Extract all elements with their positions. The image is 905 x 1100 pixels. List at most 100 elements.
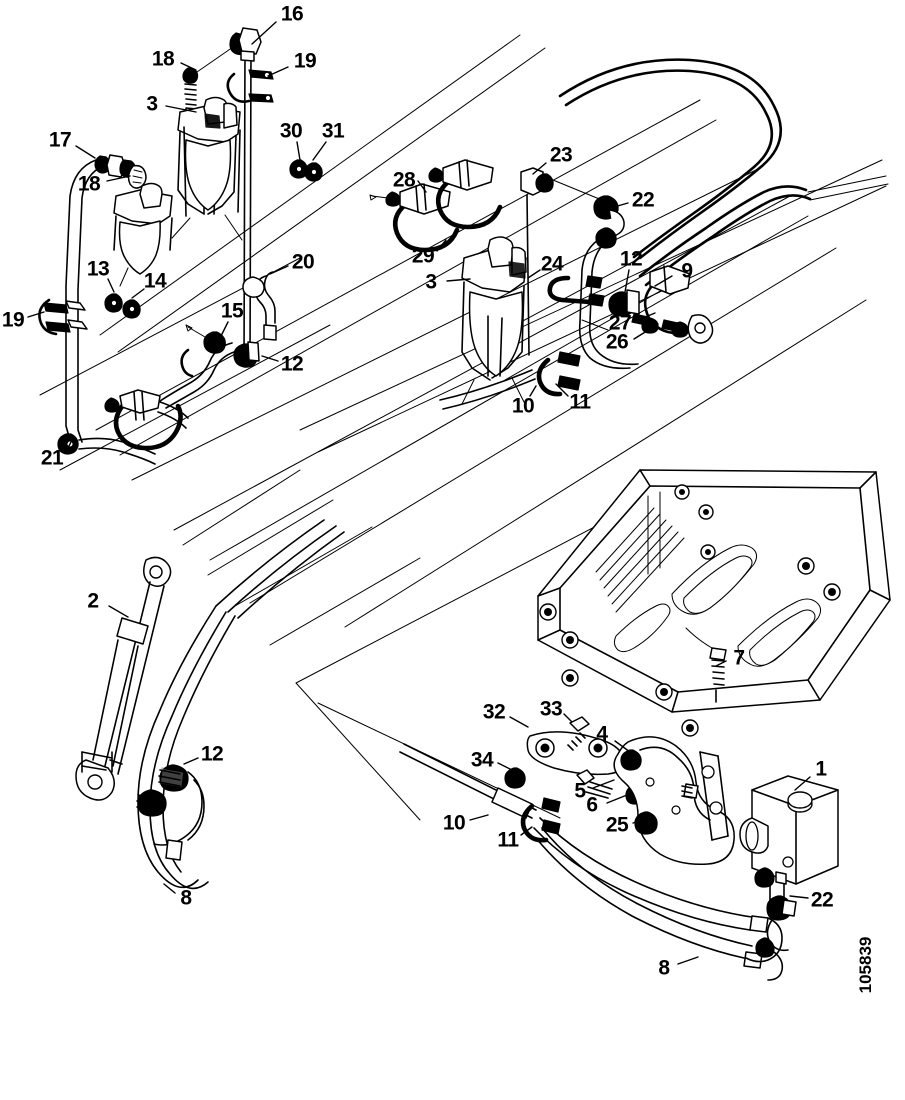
callout-leader-lines xyxy=(27,21,811,965)
leader-line-8 xyxy=(163,883,176,894)
lower-left-reservoir-body xyxy=(113,182,173,287)
callout-number-8: 8 xyxy=(180,886,192,910)
leader-line-22 xyxy=(613,202,629,208)
callout-number-12: 12 xyxy=(280,352,304,376)
leader-line-33 xyxy=(563,713,573,723)
callout-number-11: 11 xyxy=(569,390,591,414)
leader-line-34 xyxy=(497,762,513,771)
callout-number-7: 7 xyxy=(733,646,745,670)
valve-block-1-assembly xyxy=(739,775,839,981)
callout-number-2: 2 xyxy=(87,589,99,613)
callout-number-33: 33 xyxy=(539,697,563,721)
leader-line-12 xyxy=(624,269,630,293)
upper-left-valve-bracket-assembly xyxy=(171,27,274,361)
leader-line-31 xyxy=(312,141,327,161)
leader-line-19 xyxy=(267,66,289,77)
callout-number-18: 18 xyxy=(151,47,175,71)
leader-line-1 xyxy=(794,776,811,791)
leader-line-16 xyxy=(251,21,277,45)
fitting-23 xyxy=(520,167,615,356)
leader-line-15 xyxy=(220,321,229,337)
callout-number-4: 4 xyxy=(596,722,608,746)
callout-number-3: 3 xyxy=(146,92,158,116)
callout-number-10: 10 xyxy=(442,811,466,835)
callout-number-11: 11 xyxy=(497,828,519,852)
leader-line-28 xyxy=(417,180,427,193)
leader-line-25 xyxy=(632,817,649,824)
hose-clamps-28-29 xyxy=(369,159,503,253)
cylinder-2-assembly xyxy=(75,519,345,890)
leader-line-6 xyxy=(606,792,633,804)
leader-line-10 xyxy=(529,385,537,397)
callout-number-3: 3 xyxy=(425,270,437,294)
hose-17-assembly xyxy=(38,154,156,465)
leader-line-20 xyxy=(269,265,289,275)
callout-number-22: 22 xyxy=(631,188,655,212)
callout-number-15: 15 xyxy=(220,299,244,323)
leader-line-18 xyxy=(106,175,131,182)
drawing-id-label: 105839 xyxy=(856,936,875,994)
leader-line-11 xyxy=(520,826,533,836)
tube-20-assembly xyxy=(104,271,277,451)
callout-number-27: 27 xyxy=(608,311,632,335)
callout-number-14: 14 xyxy=(143,269,167,293)
hardware-13-14 xyxy=(104,293,141,319)
leader-line-12 xyxy=(183,757,199,765)
leader-line-13 xyxy=(107,278,115,293)
leader-line-11 xyxy=(555,383,569,397)
leader-line-2 xyxy=(108,605,129,618)
leader-line-17 xyxy=(75,145,96,159)
leader-line-23 xyxy=(532,162,547,175)
leader-line-27 xyxy=(635,312,656,322)
callout-number-17: 17 xyxy=(48,128,72,152)
callout-number-30: 30 xyxy=(279,119,303,143)
callout-number-32: 32 xyxy=(482,700,506,724)
callout-number-9: 9 xyxy=(681,259,693,283)
callout-number-12: 12 xyxy=(619,247,643,271)
leader-line-3 xyxy=(446,278,471,282)
callout-number-5: 5 xyxy=(574,779,586,803)
callout-number-24: 24 xyxy=(540,252,564,276)
callout-number-29: 29 xyxy=(411,244,435,268)
leader-line-4 xyxy=(614,740,631,753)
callout-number-21: 21 xyxy=(40,446,64,470)
callout-number-8: 8 xyxy=(658,956,670,980)
leader-line-12 xyxy=(261,355,279,362)
right-hose-loop-assembly xyxy=(558,58,889,370)
leader-line-5 xyxy=(592,779,615,789)
callout-number-25: 25 xyxy=(605,813,629,837)
callout-number-34: 34 xyxy=(470,748,494,772)
leader-line-18 xyxy=(180,62,197,71)
leader-line-19 xyxy=(27,311,45,318)
leader-line-29 xyxy=(436,239,447,252)
callout-number-19: 19 xyxy=(1,308,25,332)
callout-number-20: 20 xyxy=(291,250,315,274)
leader-line-3 xyxy=(165,105,197,113)
callout-number-31: 31 xyxy=(321,119,345,143)
callout-number-6: 6 xyxy=(586,793,598,817)
leader-line-7 xyxy=(715,660,727,667)
callout-number-26: 26 xyxy=(605,330,629,354)
leader-line-24 xyxy=(527,269,541,279)
leader-line-9 xyxy=(654,275,673,287)
leader-line-10 xyxy=(469,814,489,821)
leader-line-26 xyxy=(633,323,659,340)
leader-line-22 xyxy=(789,895,809,899)
centre-reservoir-assembly xyxy=(439,236,605,410)
callout-number-12: 12 xyxy=(200,742,224,766)
leader-line-14 xyxy=(131,288,145,299)
callout-number-19: 19 xyxy=(293,49,317,73)
bottom-right-bracket-assembly xyxy=(399,716,783,969)
callout-number-28: 28 xyxy=(392,168,416,192)
leader-line-21 xyxy=(65,439,73,453)
leader-line-32 xyxy=(509,716,529,728)
callout-number-1: 1 xyxy=(815,757,827,781)
callout-number-13: 13 xyxy=(86,257,110,281)
callout-number-16: 16 xyxy=(280,2,304,26)
leader-line-30 xyxy=(296,141,301,161)
callout-number-10: 10 xyxy=(511,394,535,418)
leader-line-8 xyxy=(677,956,699,965)
callout-number-23: 23 xyxy=(549,143,573,167)
